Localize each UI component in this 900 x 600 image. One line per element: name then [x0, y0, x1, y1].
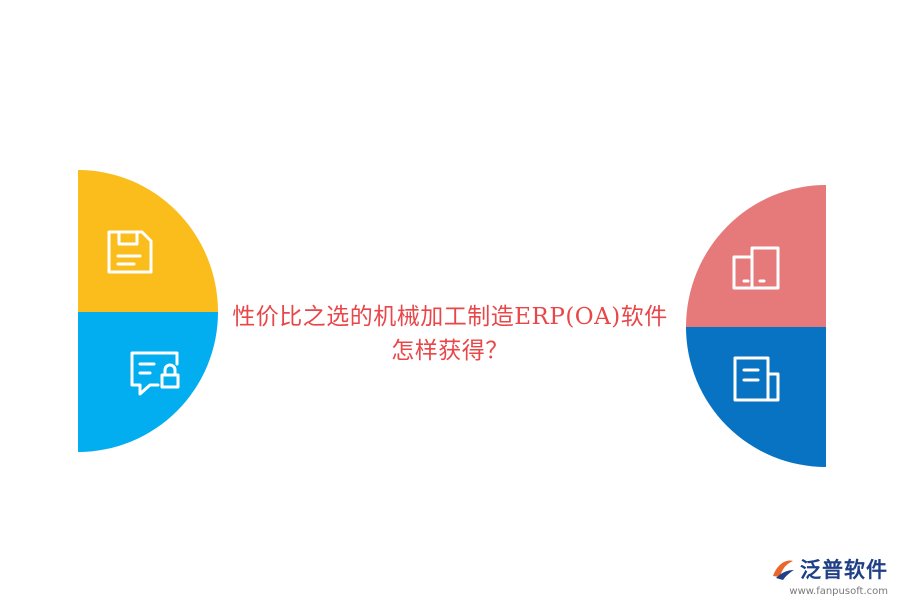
- save-document-icon: [107, 230, 153, 274]
- brand-url: www.fanpusoft.com: [789, 586, 888, 597]
- title-line-1: 性价比之选的机械加工制造ERP(OA)软件: [232, 304, 668, 330]
- brand-logo: 泛普软件: [770, 554, 888, 584]
- quadrant-top-right: [686, 185, 826, 327]
- quadrant-bottom-left: [78, 312, 218, 452]
- cabinet-icon: [732, 246, 780, 290]
- quadrant-top-left: [78, 170, 218, 312]
- diagram-title: 性价比之选的机械加工制造ERP(OA)软件 怎样获得？: [190, 300, 710, 368]
- message-lock-icon: [130, 351, 180, 396]
- brand-name: 泛普软件: [800, 558, 888, 582]
- quadrant-bottom-right: [686, 327, 826, 467]
- document-icon: [733, 356, 780, 402]
- title-line-2: 怎样获得？: [391, 338, 509, 364]
- brand-mark-icon: [773, 560, 794, 580]
